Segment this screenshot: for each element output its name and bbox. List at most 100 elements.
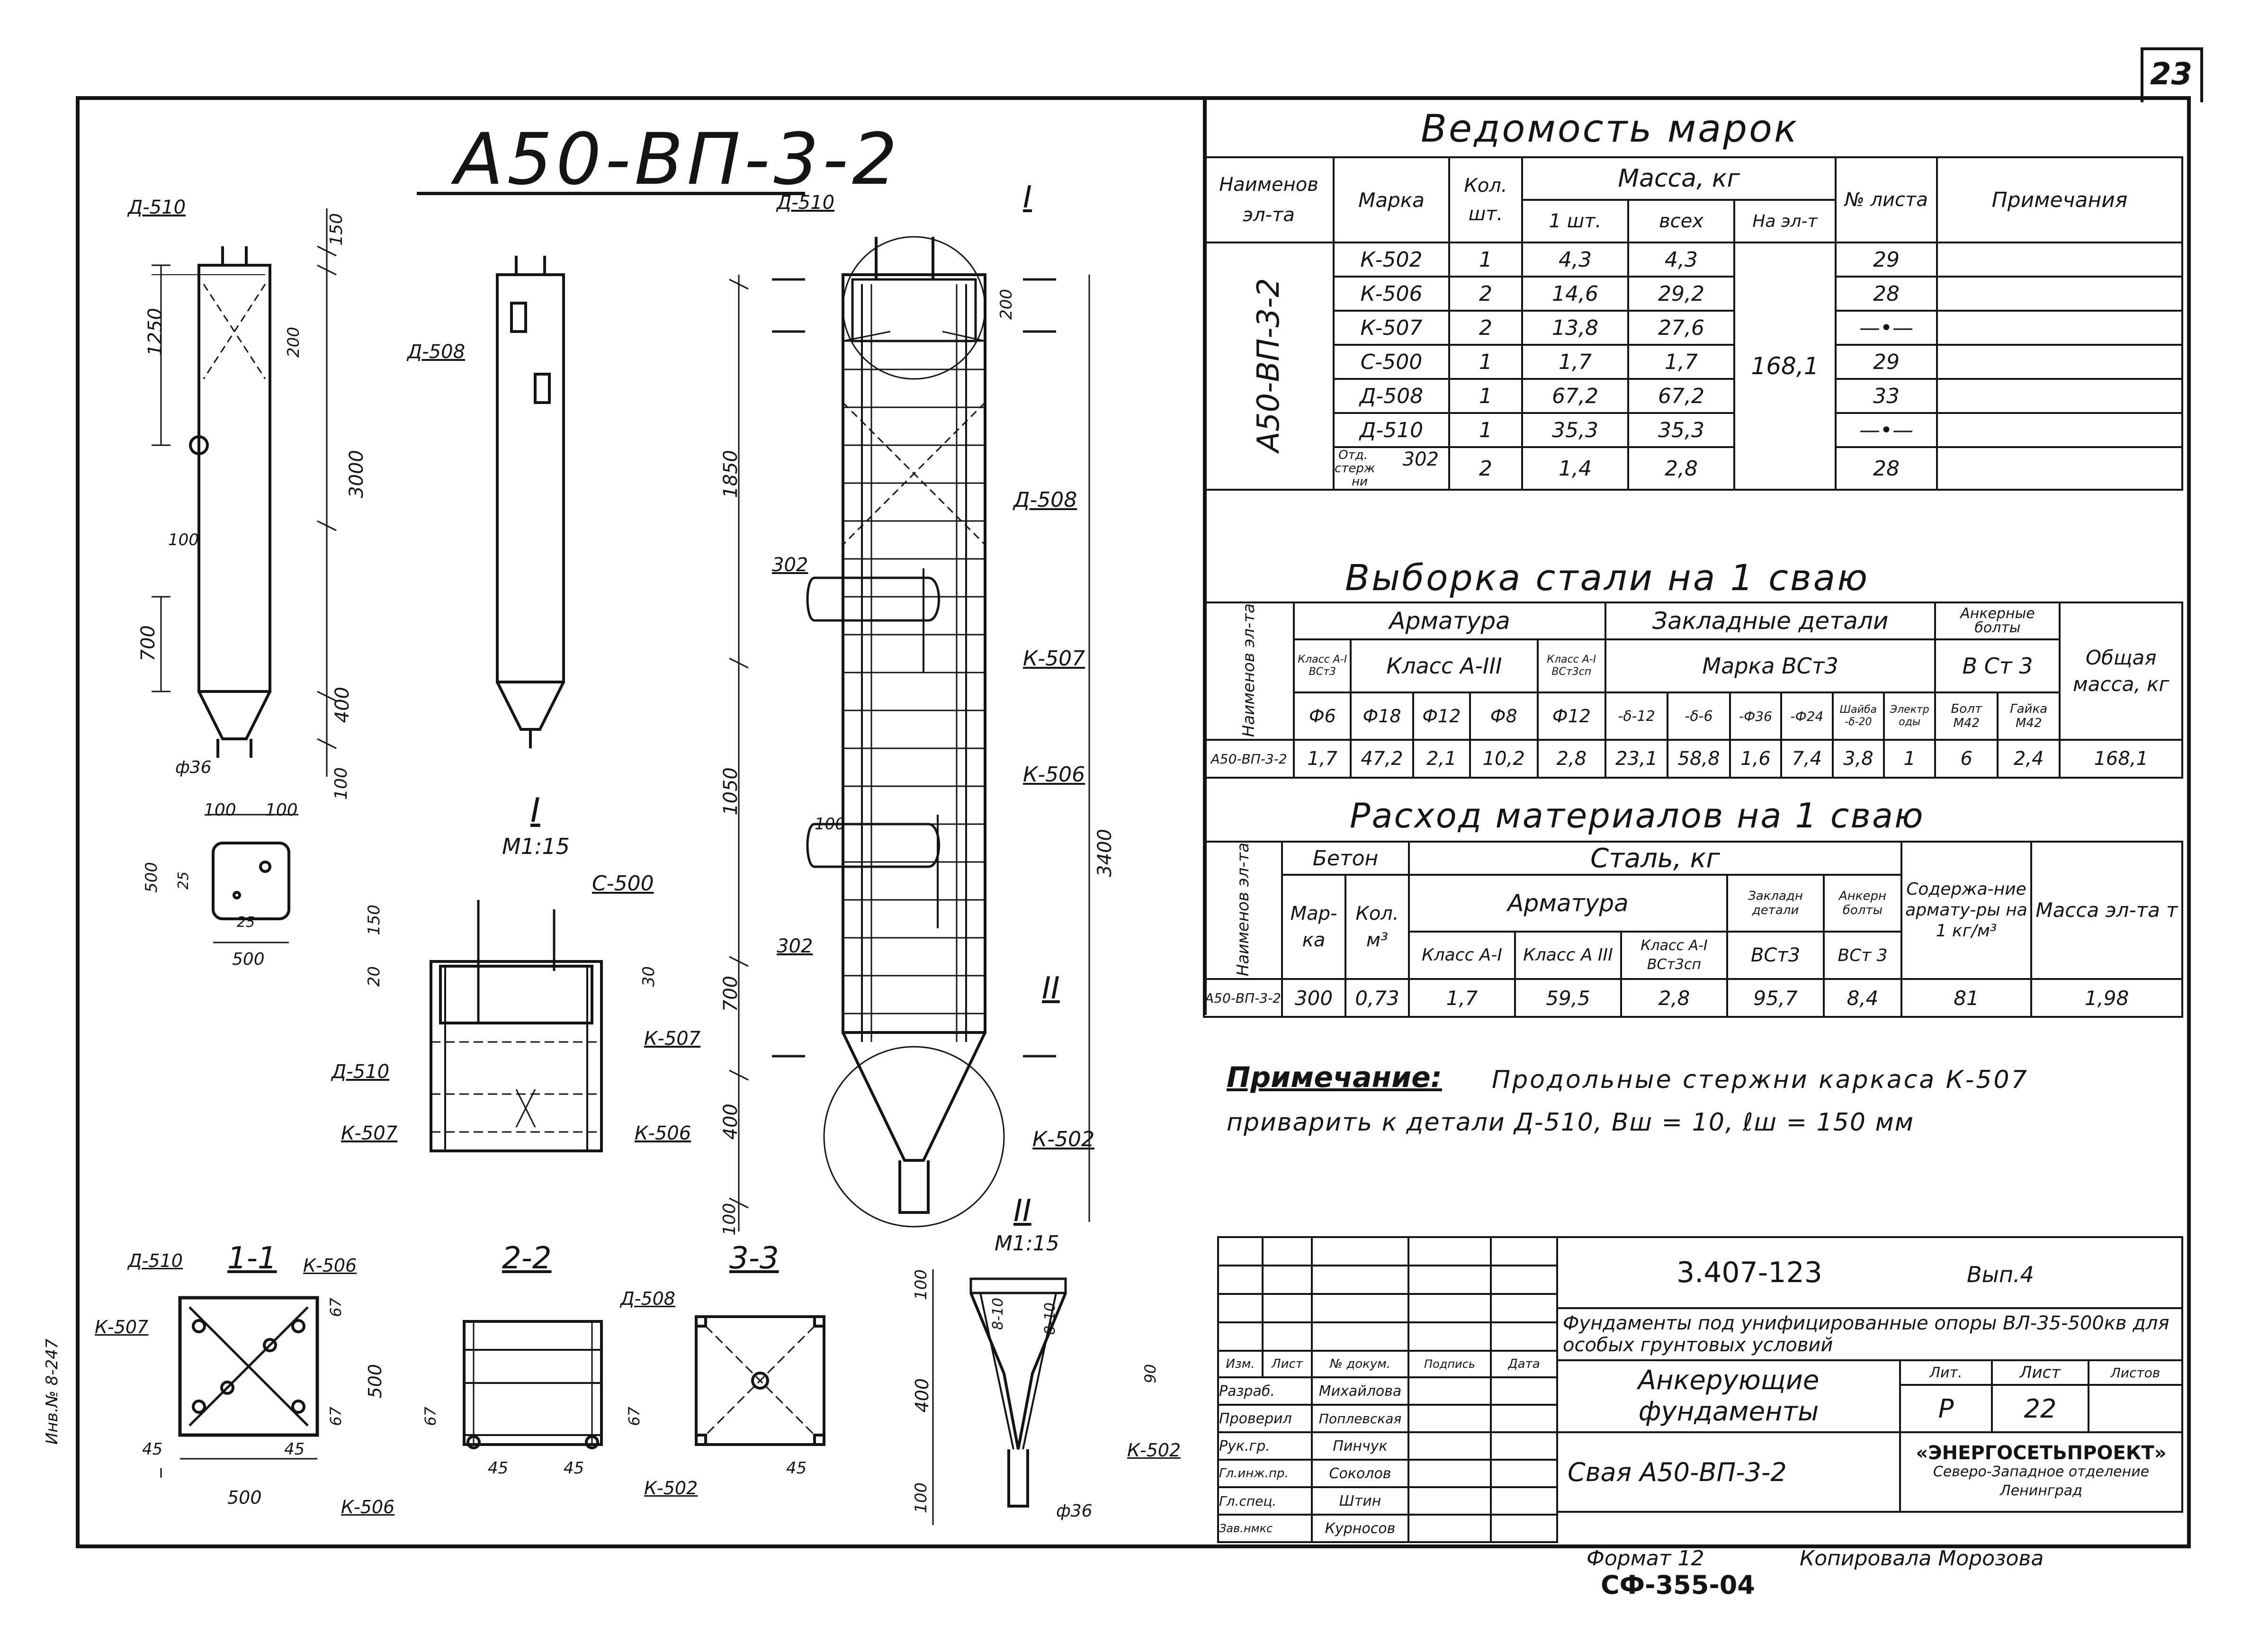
dim-500-plate-bottom: 500 [232,950,265,969]
marks-cell: 1 [1448,412,1523,448]
dim-20-detail: 20 [365,966,384,987]
tb-date [1490,1514,1558,1543]
dim-150-side: 150 [327,213,346,246]
mat-h-name-cell: Наименов эл-та [1203,840,1283,980]
steel-h-name: Наименов эл-та [1239,603,1259,737]
tb-empty [1217,1236,1264,1266]
label-d510-detail: Д-510 [332,1061,390,1083]
dim-45-sec1-a: 45 [142,1440,163,1459]
marks-cell: —•— [1835,412,1938,448]
marks-cell: К-502 [1333,242,1450,278]
dim-1850-main: 1850 [720,450,742,498]
marks-cell [1936,242,2183,278]
marks-table-title: Ведомость марок [1421,107,1799,151]
marks-cell: 1,7 [1627,344,1735,380]
mat-h-mark: Мар-ка [1281,873,1346,980]
dim-200-main: 200 [997,289,1016,320]
pile-front-view [496,256,565,748]
label-c500: С-500 [592,871,654,896]
label-phi36-side: ф36 [175,758,212,777]
tb-subject: Анкерующие фундаменты [1556,1359,1901,1433]
steel-h-sub: Ф18 [1350,691,1414,741]
steel-h-mark: Марка ВСт3 [1604,638,1936,693]
marks-table: Наименов эл-та Марка Кол. шт. Масса, кг … [1203,156,2183,491]
marks-cell: —•— [1835,310,1938,346]
label-i-main: I [1023,180,1032,215]
dim-100-main: 100 [815,815,845,834]
dim-25-plate: 25 [175,871,192,890]
dim-700-side: 700 [137,625,159,662]
steel-cell: 7,4 [1780,739,1834,779]
materials-table: Наименов эл-та Бетон Сталь, кг Содержа-н… [1203,840,2183,1018]
marks-h-qty: Кол. шт. [1448,156,1523,243]
mat-h-steel: Сталь, кг [1408,841,1902,876]
tb-empty [1217,1293,1264,1323]
tb-empty [1262,1293,1313,1323]
dim-100-detail2-bottom: 100 [912,1482,931,1513]
tb-sign [1407,1376,1492,1406]
dim-1050-main: 1050 [720,767,742,816]
marks-cell [1936,412,2183,448]
tb-code-cell: 3.407-123 Вып.4 [1556,1236,2183,1309]
tb-empty [1311,1293,1409,1323]
label-phi36-detail2: ф36 [1056,1501,1093,1521]
steel-h-sub: Шайба -δ-20 [1831,691,1885,741]
dim-400-detail2: 400 [912,1378,932,1413]
label-k506-sec1-top: К-506 [303,1255,357,1276]
tb-empty [1490,1293,1558,1323]
tb-head: Изм. [1217,1350,1264,1378]
tb-empty [1490,1236,1558,1266]
tb-sign [1407,1459,1492,1488]
dim-67-sec1-top: 67 [327,1298,345,1317]
steel-cell: 3,8 [1831,739,1885,779]
mat-h-mass: Масса эл-та т [2030,840,2183,980]
marks-cell: 2,8 [1627,446,1735,491]
label-k507-detail-left: К-507 [341,1122,398,1144]
table-row: Д-510 1 35,3 35,3 —•— [1204,412,2183,448]
tb-role: Гл.инж.пр. [1217,1459,1313,1488]
marks-cell: 2 [1448,276,1523,312]
dim-30-detail: 30 [639,966,658,987]
mat-h-vst3: ВСт3 [1726,931,1825,980]
marks-cell: 33 [1835,378,1938,414]
marks-cell [1936,378,2183,414]
dim-100-plate-b: 100 [265,800,298,820]
detail-2-title: II [1013,1194,1031,1229]
dim-45-sec1-b: 45 [284,1440,305,1459]
tb-name: Поплевская [1311,1404,1409,1433]
steel-cell: 58,8 [1667,739,1731,779]
plate-detail [208,814,298,943]
tb-empty [1311,1321,1409,1352]
mat-h-cls-ai: Класс А-I [1408,931,1516,980]
mat-h-content: Содержа-ние армату-ры на 1 кг/м³ [1900,840,2032,980]
mat-h-embedded: Закладн детали [1726,873,1825,933]
label-d508-sec2: Д-508 [620,1288,675,1309]
main-title-underline [417,192,805,195]
tb-role: Рук.гр. [1217,1431,1313,1461]
steel-h-sub: -δ-6 [1667,691,1731,741]
steel-h-cls-ai: Класс А-I ВСт3 [1293,638,1352,693]
marks-total: 168,1 [1733,242,1837,491]
dim-67-sec2-b: 67 [625,1407,643,1426]
steel-cell: 10,2 [1469,739,1539,779]
label-k507-main: К-507 [1023,646,1085,671]
tb-empty [1217,1265,1264,1295]
pile-side-view [152,208,337,777]
dim-1250-side: 1250 [144,308,166,356]
steel-h-sub: Болт М42 [1934,691,1999,741]
mat-h-rebar: Арматура [1408,873,1728,933]
tb-sign [1407,1514,1492,1543]
marks-cell [1936,276,2183,312]
marks-cell: 35,3 [1627,412,1735,448]
tb-empty [1217,1321,1264,1352]
mat-h-cls-ai3: Класс А-I ВСт3сп [1620,931,1728,980]
table-row: А50-ВП-3-2 К-502 1 4,3 4,3 168,1 29 [1203,242,2183,491]
tb-code: 3.407-123 [1676,1256,1822,1289]
table-row: А50-ВП-3-2 300 0,73 1,7 59,5 2,8 95,7 8,… [1203,978,2183,1018]
tb-empty [1490,1265,1558,1295]
mat-cell: 1,7 [1408,978,1516,1018]
table-row: Рук.гр.Пинчук [1217,1431,1558,1461]
marks-row-mark: 302 [1402,449,1439,470]
steel-h-sub: Гайка М42 [1996,691,2061,741]
mat-h-concrete: Бетон [1281,841,1410,876]
